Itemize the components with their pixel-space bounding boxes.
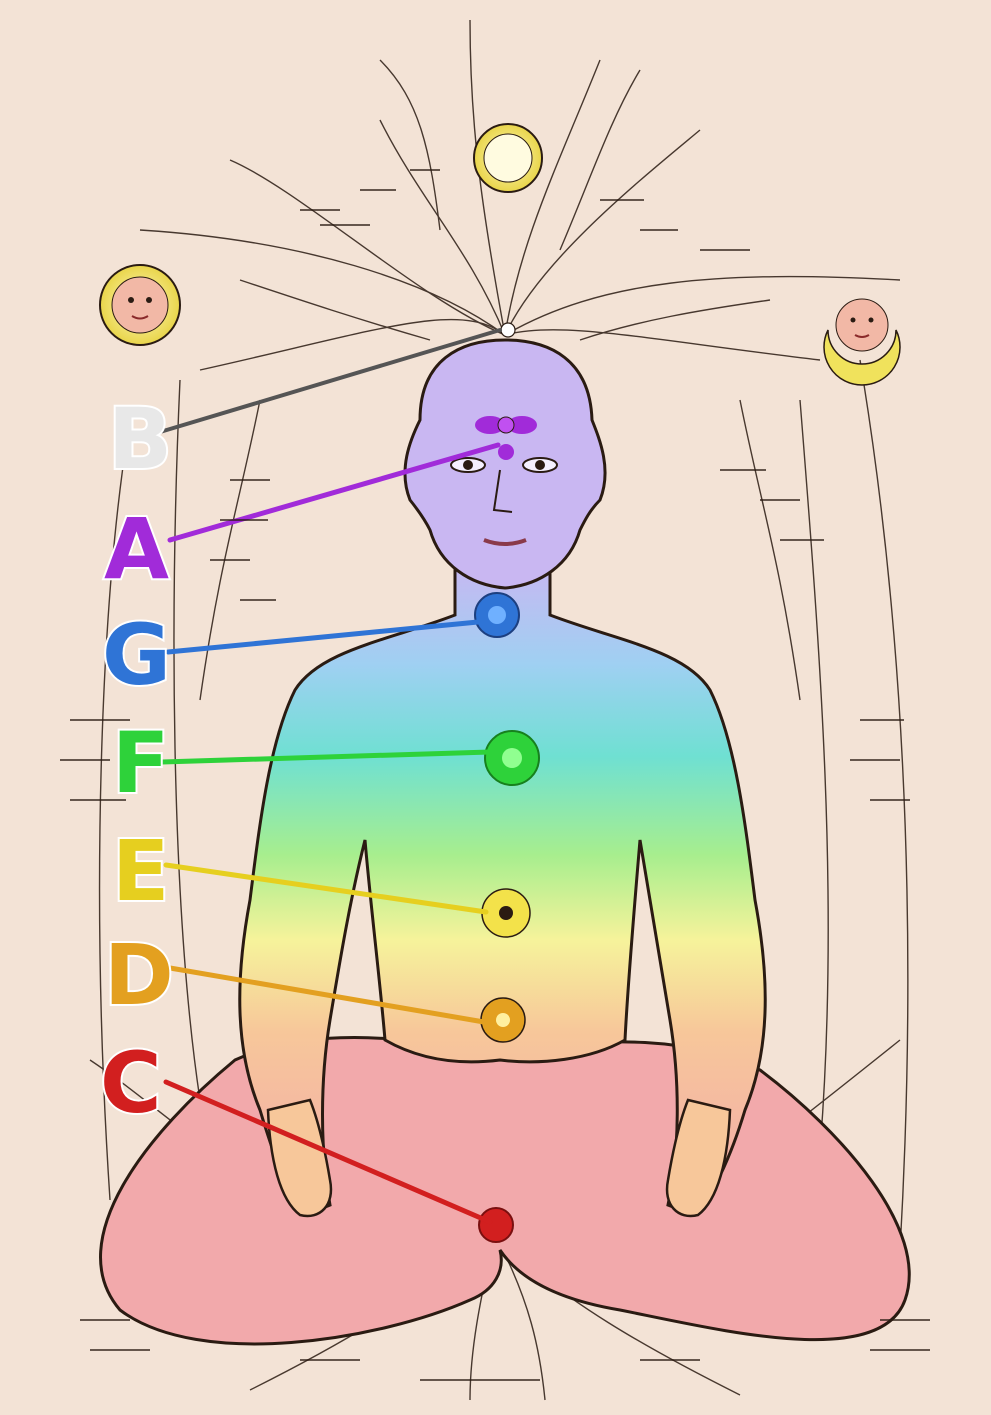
chakra-solar-marker [482,889,530,937]
label-d: D [104,926,174,1024]
label-g: G [102,606,171,704]
chakra-throat-marker [475,593,519,637]
chakra-heart-marker [485,731,539,785]
label-c: C [100,1034,162,1132]
moon-face-icon [824,299,900,385]
label-b: B [108,390,172,488]
crossed-legs [101,1038,910,1344]
label-f: F [112,714,169,812]
chakra-root-marker [479,1208,513,1242]
label-a: A [104,500,169,598]
sun-face-icon [100,265,180,345]
label-e: E [112,822,169,920]
chakra-sacral-marker [481,998,525,1042]
